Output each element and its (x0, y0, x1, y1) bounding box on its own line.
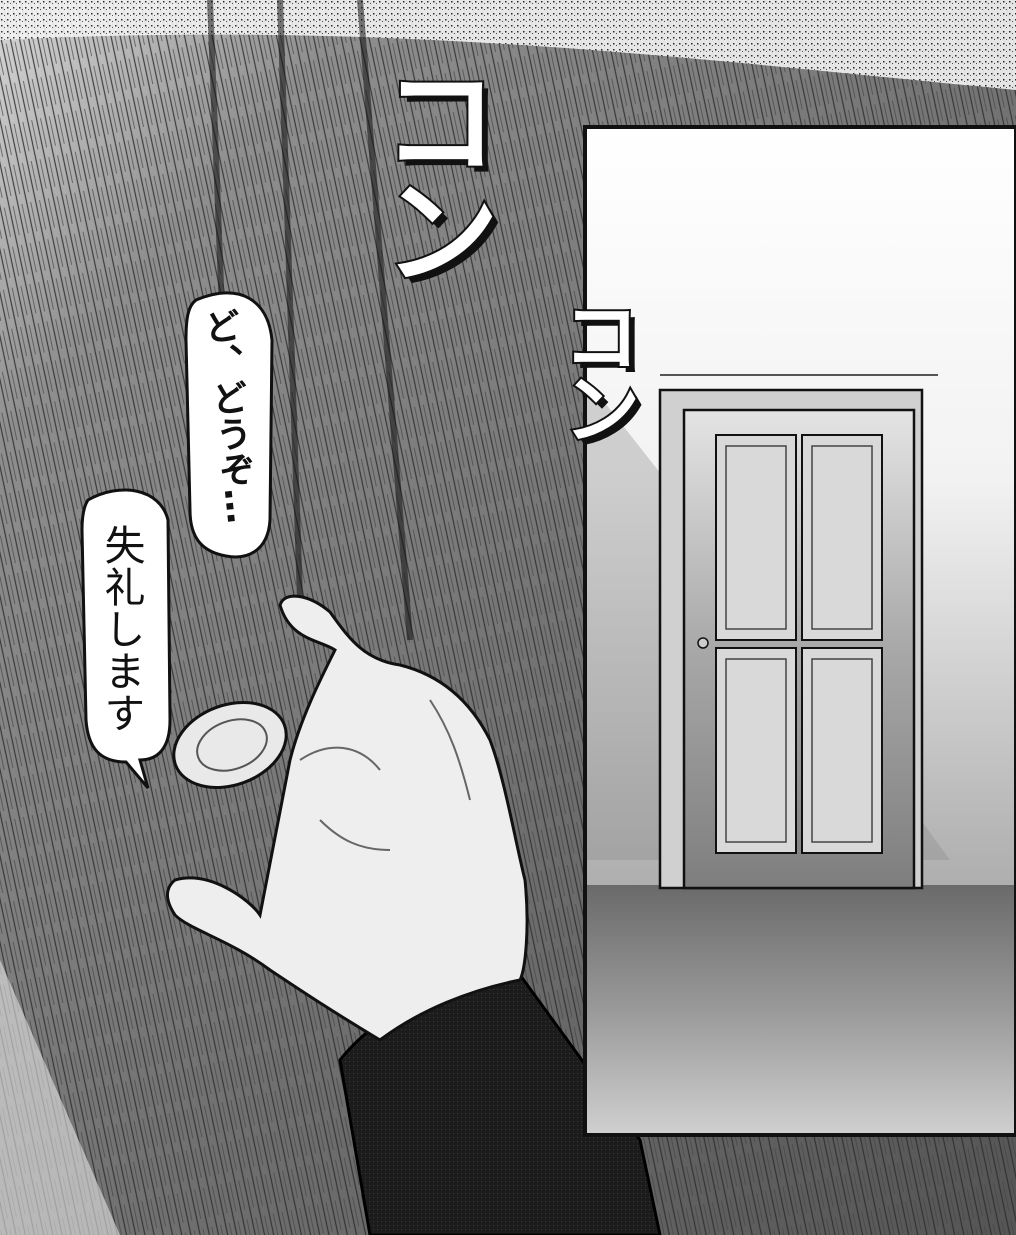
floor-edge (0, 960, 120, 1235)
door-knob-small (697, 637, 709, 649)
floor (587, 885, 1014, 1133)
speech-polite: 失礼します (97, 524, 145, 734)
door-panels (715, 434, 883, 854)
polite-balloon-shape (80, 488, 172, 789)
hand (166, 594, 529, 1042)
whisper-balloon-shape (184, 291, 274, 559)
top-noise (0, 0, 1016, 90)
sfx-knock-small: コン (548, 294, 642, 442)
sfx-knock-large: コン (360, 58, 502, 282)
hand-shading (299, 699, 471, 851)
